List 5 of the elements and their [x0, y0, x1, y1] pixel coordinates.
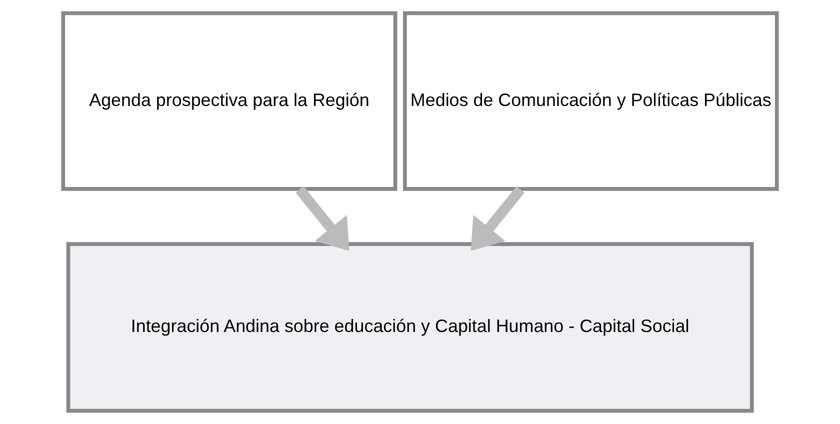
arrow	[470, 186, 524, 251]
arrow	[296, 186, 350, 251]
node-box: Medios de Comunicación y Políticas Públicas	[403, 11, 779, 191]
node-box: Agenda prospectiva para la Región	[61, 11, 398, 191]
node-box: Integración Andina sobre educación y Capital Humano - Capital Social	[66, 242, 754, 413]
